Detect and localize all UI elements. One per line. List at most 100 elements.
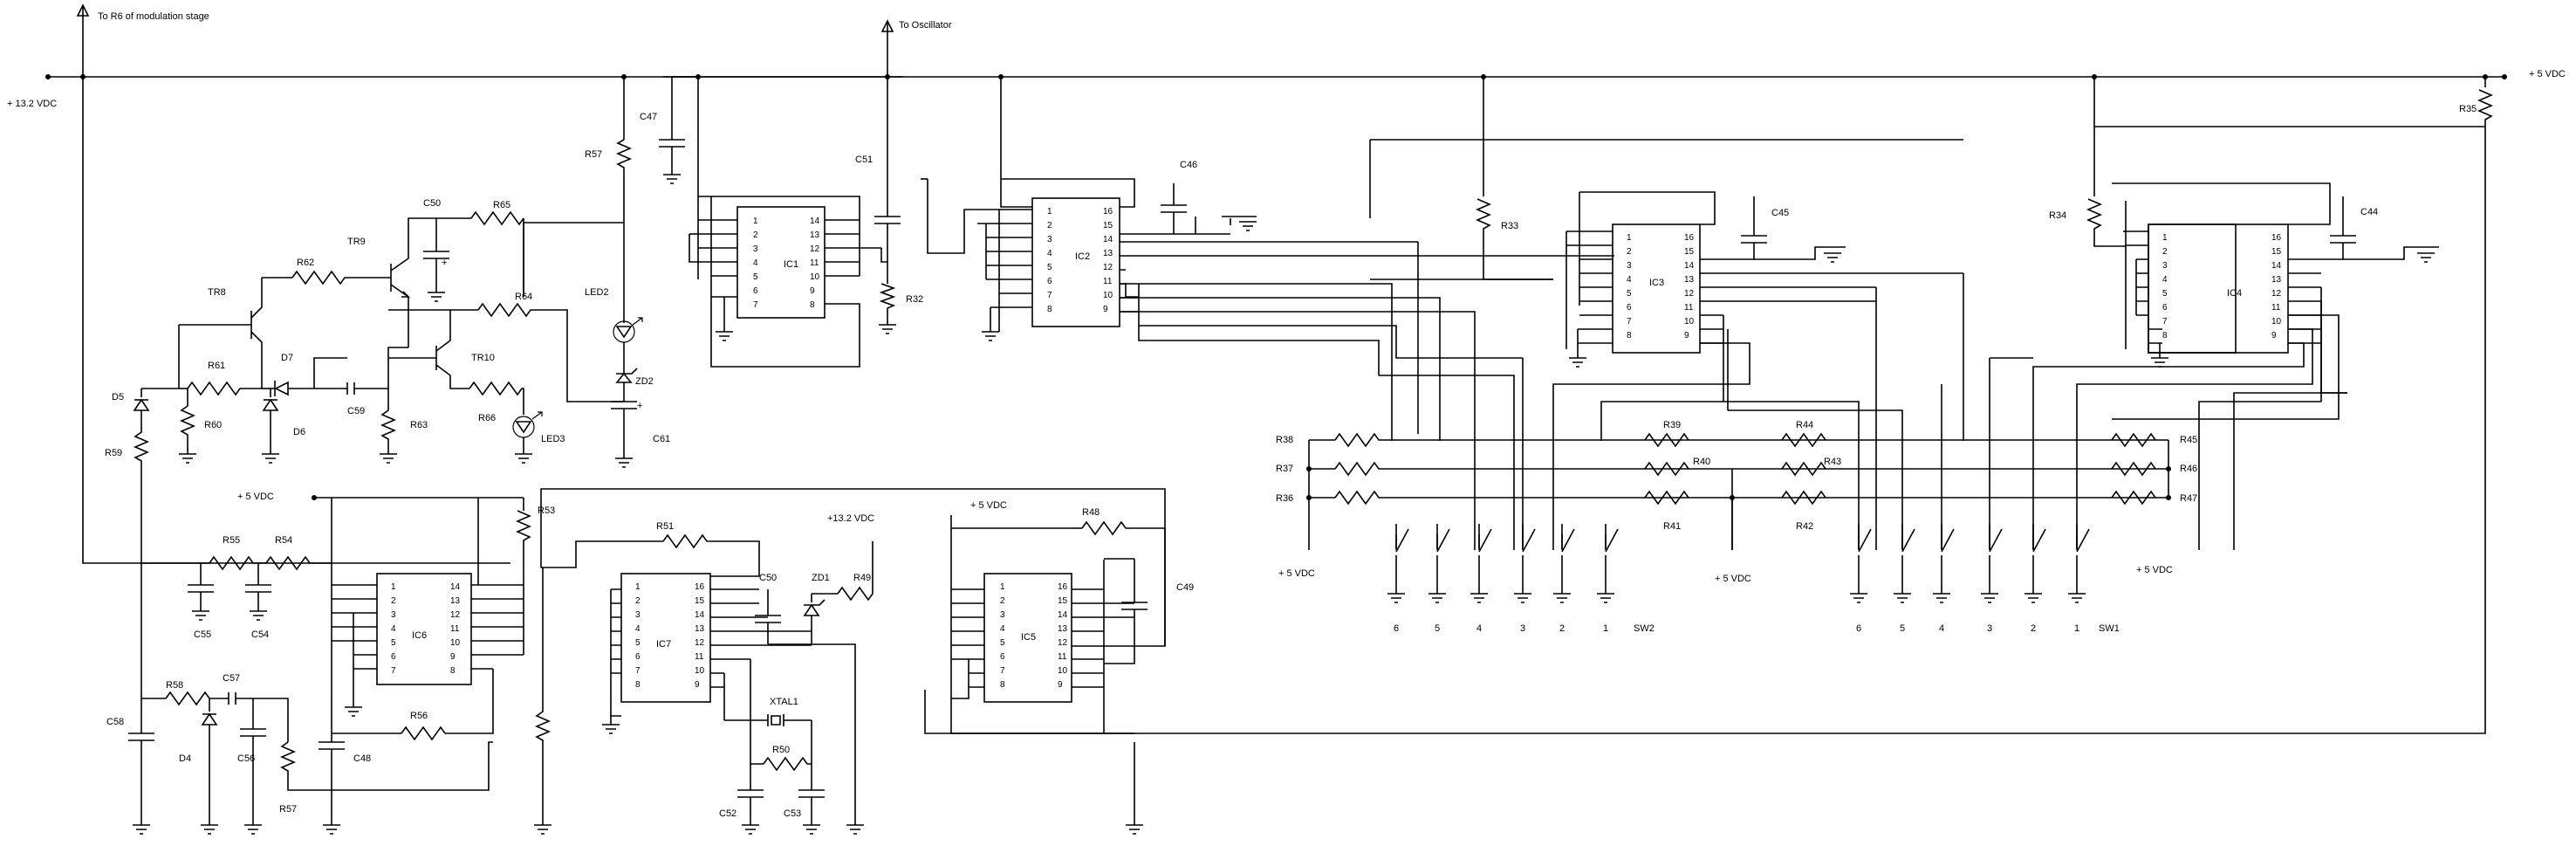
svg-text:8: 8 xyxy=(1627,331,1632,340)
svg-text:8: 8 xyxy=(635,680,641,690)
ic5-wiring xyxy=(950,515,1166,835)
label-c54: C54 xyxy=(251,629,269,640)
label-r43: R43 xyxy=(1824,457,1841,467)
label-r38: R38 xyxy=(1276,435,1293,445)
label-c52: C52 xyxy=(719,808,736,819)
svg-text:13: 13 xyxy=(1058,624,1068,634)
svg-text:16: 16 xyxy=(1684,233,1695,243)
label-r37: R37 xyxy=(1276,464,1293,474)
svg-text:15: 15 xyxy=(1684,247,1695,257)
label-c61: C61 xyxy=(653,434,670,444)
svg-text:16: 16 xyxy=(1103,207,1113,217)
switch-sw1-pos-4[interactable]: 3 xyxy=(1981,524,2003,634)
svg-text:1: 1 xyxy=(1000,582,1005,592)
label-tr10: TR10 xyxy=(471,353,495,363)
svg-text:4: 4 xyxy=(391,624,396,634)
switch-matrix xyxy=(1306,432,2171,550)
switch-sw1-pos-6[interactable]: 1 xyxy=(2068,524,2090,634)
label-zd1: ZD1 xyxy=(812,573,830,583)
switch-sw2-pos-1[interactable]: 6 xyxy=(1387,524,1409,634)
svg-text:10: 10 xyxy=(450,638,461,648)
label-c50-top: C50 xyxy=(423,198,441,209)
svg-text:4: 4 xyxy=(2162,275,2168,285)
svg-text:2: 2 xyxy=(1000,596,1005,606)
label-sw1: SW1 xyxy=(2099,623,2120,634)
label-r56: R56 xyxy=(410,711,428,721)
svg-text:12: 12 xyxy=(2271,289,2282,299)
switch-sw1-pos-3[interactable]: 4 xyxy=(1933,524,1955,634)
svg-text:5: 5 xyxy=(753,272,758,282)
svg-text:11: 11 xyxy=(1684,303,1694,313)
svg-text:9: 9 xyxy=(695,680,700,690)
switch-sw1-pos-5[interactable]: 2 xyxy=(2024,524,2046,634)
svg-text:10: 10 xyxy=(695,666,705,676)
svg-text:10: 10 xyxy=(1103,291,1113,300)
svg-text:2: 2 xyxy=(635,596,641,606)
svg-text:16: 16 xyxy=(695,582,705,592)
svg-text:2: 2 xyxy=(1627,247,1632,257)
svg-text:4: 4 xyxy=(1047,249,1052,258)
svg-text:4: 4 xyxy=(1000,624,1005,634)
label-d5: D5 xyxy=(112,392,124,402)
switch-sw1-pos-2[interactable]: 5 xyxy=(1894,524,1915,634)
switch-sw2-pos-6[interactable]: 1 xyxy=(1597,524,1619,634)
switch-sw2-pos-2[interactable]: 5 xyxy=(1428,524,1450,634)
svg-text:9: 9 xyxy=(810,286,815,296)
svg-text:13: 13 xyxy=(810,230,820,240)
switch-sw2-number: 5 xyxy=(1435,623,1440,634)
label-r34: R34 xyxy=(2049,210,2066,221)
svg-text:14: 14 xyxy=(2271,261,2282,271)
label-13v2-ic7: +13.2 VDC xyxy=(827,513,874,524)
svg-text:4: 4 xyxy=(1627,275,1632,285)
svg-text:5: 5 xyxy=(1627,289,1632,299)
switch-sw2-pos-3[interactable]: 4 xyxy=(1470,524,1492,634)
svg-text:2: 2 xyxy=(1047,221,1052,230)
label-5v-sw-b: + 5 VDC xyxy=(1715,574,1751,584)
svg-text:IC1: IC1 xyxy=(784,259,798,270)
label-r42: R42 xyxy=(1796,521,1813,532)
svg-text:6: 6 xyxy=(391,652,396,662)
switch-sw1-number: 1 xyxy=(2074,623,2079,634)
svg-text:12: 12 xyxy=(1684,289,1695,299)
label-r51: R51 xyxy=(656,521,674,532)
svg-text:14: 14 xyxy=(695,610,705,620)
label-c46: C46 xyxy=(1180,160,1197,170)
label-d6: D6 xyxy=(293,427,305,437)
svg-text:7: 7 xyxy=(1047,291,1052,300)
svg-text:2: 2 xyxy=(2162,247,2168,257)
label-5v-right: + 5 VDC xyxy=(2529,69,2566,79)
svg-text:IC4: IC4 xyxy=(2227,288,2242,299)
svg-text:11: 11 xyxy=(2271,303,2281,313)
switch-sw1-number: 6 xyxy=(1856,623,1861,634)
svg-text:IC7: IC7 xyxy=(656,639,671,650)
svg-text:15: 15 xyxy=(695,596,705,606)
svg-text:13: 13 xyxy=(1103,249,1113,258)
switch-sw2-pos-5[interactable]: 2 xyxy=(1553,524,1575,634)
svg-text:5: 5 xyxy=(635,638,641,648)
label-c45: C45 xyxy=(1771,208,1789,218)
switch-sw2-pos-4[interactable]: 3 xyxy=(1514,524,1536,634)
svg-text:+: + xyxy=(442,258,447,268)
label-r48: R48 xyxy=(1082,507,1100,518)
label-to-r6: To R6 of modulation stage xyxy=(98,11,209,22)
label-r64: R64 xyxy=(515,292,532,302)
svg-text:14: 14 xyxy=(810,217,820,226)
switch-sw1-pos-1[interactable]: 6 xyxy=(1850,524,1872,634)
svg-text:1: 1 xyxy=(753,217,758,226)
switch-sw1-number: 5 xyxy=(1900,623,1905,634)
svg-text:8: 8 xyxy=(810,300,815,310)
svg-text:13: 13 xyxy=(695,624,705,634)
svg-text:10: 10 xyxy=(1058,666,1068,676)
label-r47: R47 xyxy=(2180,493,2197,504)
label-r35: R35 xyxy=(2459,104,2477,114)
label-c53: C53 xyxy=(784,808,801,819)
label-tr9: TR9 xyxy=(347,237,366,247)
svg-text:14: 14 xyxy=(1058,610,1068,620)
svg-text:8: 8 xyxy=(1000,680,1005,690)
svg-text:6: 6 xyxy=(753,286,758,296)
label-5v-sw-c: + 5 VDC xyxy=(2136,565,2173,575)
svg-text:9: 9 xyxy=(2271,331,2277,340)
